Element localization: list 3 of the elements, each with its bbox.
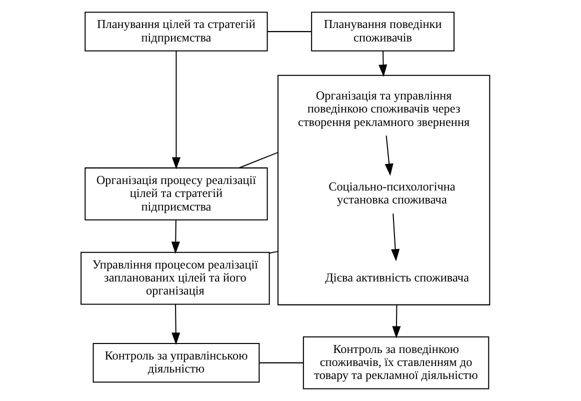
node-text: Організація та управління поведінкою споживачів через створення рекламного звернення xyxy=(298,88,470,129)
node-text: Соціально-психологічна установка споживача xyxy=(328,179,456,207)
node-text: Дієва активність споживача xyxy=(325,270,470,285)
